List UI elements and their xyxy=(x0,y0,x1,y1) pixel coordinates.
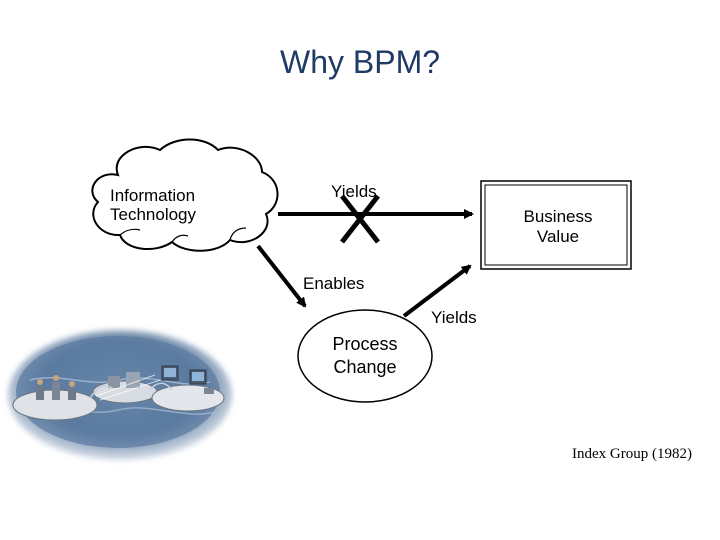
page-title: Why BPM? xyxy=(279,44,441,80)
edge-label-it-to-value: Yields xyxy=(331,182,377,201)
information-technology-cloud xyxy=(91,138,279,252)
arrow-process-to-value xyxy=(402,264,472,318)
business-value-box xyxy=(480,180,632,270)
edge-label-it-to-process: Enables xyxy=(303,274,365,293)
business-value-label: Business Value xyxy=(523,207,593,246)
process-change-label: Process Change xyxy=(332,334,398,377)
process-change-ellipse xyxy=(297,309,433,403)
arrow-it-to-process xyxy=(256,244,307,308)
edge-label-process-to-value: Yields xyxy=(431,308,477,327)
x-mark-icon xyxy=(340,194,380,244)
networked-office-islands-illustration xyxy=(8,330,232,460)
information-technology-label: Information Technology xyxy=(110,186,197,224)
citation: Index Group (1982) xyxy=(572,446,692,462)
